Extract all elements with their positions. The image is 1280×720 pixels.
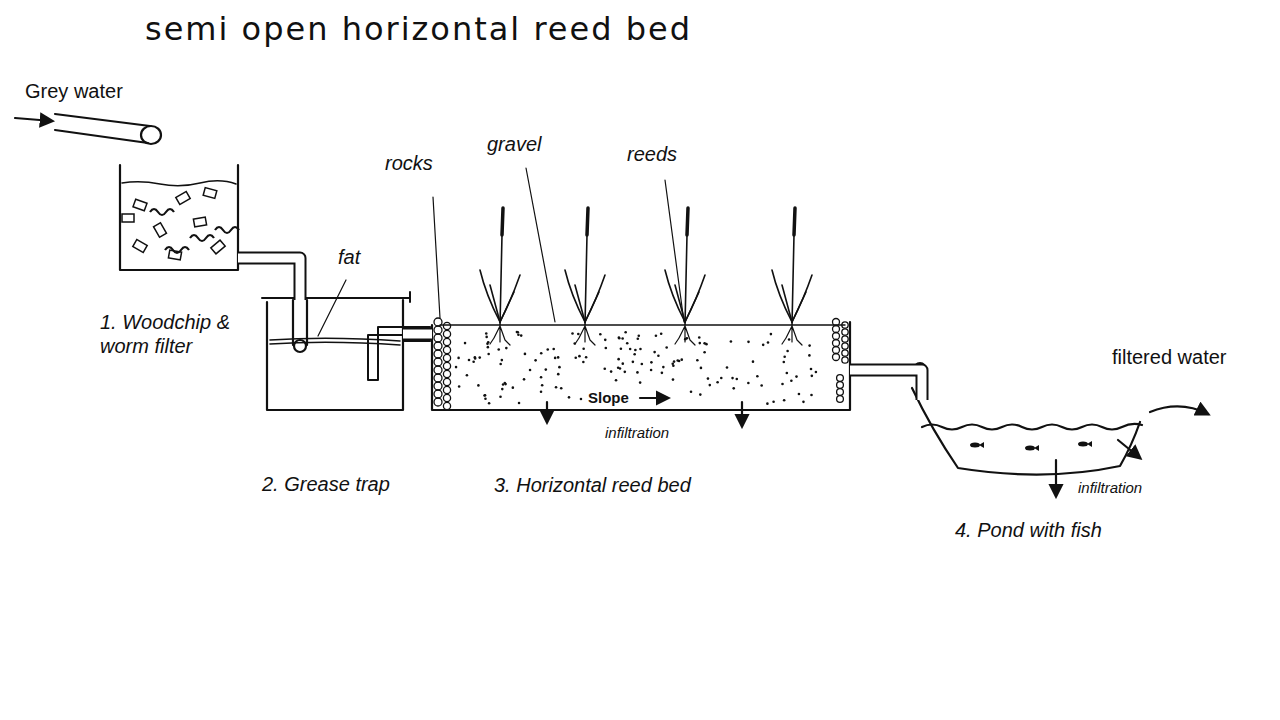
fish-pond: 4. Pond with fish xyxy=(915,400,1140,480)
part-label: rocks xyxy=(385,152,433,175)
stage-label: 2. Grease trap xyxy=(262,472,462,496)
reed-bed: 3. Horizontal reed bed xyxy=(432,325,850,410)
grease-trap: 2. Grease trap xyxy=(267,300,403,410)
note-label: infiltration xyxy=(605,424,669,441)
stage-label: 3. Horizontal reed bed xyxy=(494,473,754,497)
outlet-label: filtered water xyxy=(1112,346,1227,369)
diagram-title: semi open horizontal reed bed xyxy=(145,10,692,48)
slope-label: Slope xyxy=(588,389,629,406)
part-label: reeds xyxy=(627,143,677,166)
stage-label: 1. Woodchip & worm filter xyxy=(100,310,240,358)
filter-box: 1. Woodchip & worm filter xyxy=(120,165,238,270)
note-label: infiltration xyxy=(1078,479,1142,496)
part-label: gravel xyxy=(487,133,541,156)
stage-label: 4. Pond with fish xyxy=(955,518,1185,542)
part-label: fat xyxy=(338,246,360,269)
inlet-label: Grey water xyxy=(25,80,123,103)
pipe xyxy=(403,334,432,335)
pipe xyxy=(850,370,922,400)
pipe xyxy=(238,258,300,300)
